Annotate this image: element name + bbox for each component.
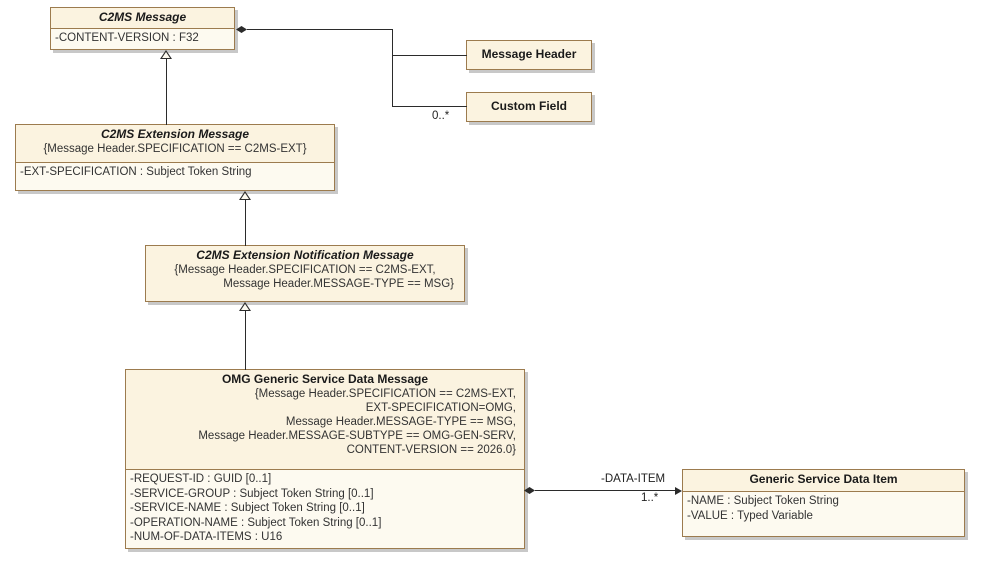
generalization-arrow-c2ms-extension-message	[160, 50, 172, 59]
class-header-c2ms-extension-message: C2MS Extension Message {Message Header.S…	[16, 125, 334, 163]
class-title-generic-service-data-item: Generic Service Data Item	[749, 472, 898, 486]
class-custom-field[interactable]: Custom Field	[466, 92, 592, 122]
class-generic-service-data-item[interactable]: Generic Service Data Item -NAME : Subjec…	[682, 469, 965, 537]
attribute-row: -REQUEST-ID : GUID [0..1]	[130, 473, 272, 485]
connector-generalization-omg-to-extnotif	[245, 310, 246, 370]
class-constraint: {Message Header.SPECIFICATION == C2MS-EX…	[254, 388, 516, 400]
connector-generalization-ext-to-msg	[166, 58, 167, 125]
class-constraint: CONTENT-VERSION == 2026.0}	[346, 444, 516, 456]
attribute-row: -EXT-SPECIFICATION : Subject Token Strin…	[20, 166, 252, 178]
role-label-data-item: -DATA-ITEM	[601, 473, 666, 485]
class-omg-generic-service-data-message[interactable]: OMG Generic Service Data Message {Messag…	[125, 369, 525, 549]
class-constraint: Message Header.MESSAGE-TYPE == MSG}	[223, 278, 454, 290]
class-constraint: EXT-SPECIFICATION=OMG,	[365, 402, 516, 414]
attribute-row: -CONTENT-VERSION : F32	[55, 32, 199, 44]
class-c2ms-extension-notification-message[interactable]: C2MS Extension Notification Message {Mes…	[145, 245, 465, 302]
class-attributes-generic-service-data-item: -NAME : Subject Token String -VALUE : Ty…	[683, 492, 964, 526]
class-title-c2ms-extension-message: C2MS Extension Message	[100, 127, 250, 141]
class-message-header[interactable]: Message Header	[466, 40, 592, 70]
class-title-message-header: Message Header	[481, 47, 577, 61]
class-attributes-omg-generic-service-data-message: -REQUEST-ID : GUID [0..1] -SERVICE-GROUP…	[126, 470, 524, 548]
class-constraint: Message Header.MESSAGE-TYPE == MSG,	[285, 416, 516, 428]
connector-c2ms-message-branch-vertical	[392, 29, 393, 106]
generalization-arrow-omg-generic-service-data-message	[239, 302, 251, 311]
attribute-row: -OPERATION-NAME : Subject Token String […	[130, 516, 382, 529]
class-title-c2ms-extension-notification-message: C2MS Extension Notification Message	[196, 248, 414, 262]
class-constraint: Message Header.MESSAGE-SUBTYPE == OMG-GE…	[198, 430, 516, 442]
class-c2ms-message[interactable]: C2MS Message -CONTENT-VERSION : F32	[50, 7, 235, 50]
class-constraint: {Message Header.SPECIFICATION == C2MS-EX…	[43, 143, 307, 155]
class-header-omg-generic-service-data-message: OMG Generic Service Data Message {Messag…	[126, 370, 524, 470]
class-attributes-c2ms-extension-message: -EXT-SPECIFICATION : Subject Token Strin…	[16, 163, 334, 183]
class-title-omg-generic-service-data-message: OMG Generic Service Data Message	[221, 372, 429, 386]
attribute-row: -VALUE : Typed Variable	[687, 509, 813, 522]
multiplicity-data-item: 1..*	[641, 492, 659, 504]
class-title-c2ms-message: C2MS Message	[98, 10, 187, 24]
class-title-custom-field: Custom Field	[490, 99, 567, 113]
class-attributes-c2ms-message: -CONTENT-VERSION : F32	[51, 29, 234, 49]
class-header-custom-field: Custom Field	[467, 93, 591, 121]
generalization-arrow-c2ms-extension-notification-message	[239, 191, 251, 200]
class-constraint: {Message Header.SPECIFICATION == C2MS-EX…	[174, 264, 436, 276]
connector-omg-to-data-item	[535, 490, 678, 491]
class-c2ms-extension-message[interactable]: C2MS Extension Message {Message Header.S…	[15, 124, 335, 191]
composition-diamond-omg-generic-service-data-message	[524, 487, 535, 494]
connector-to-custom-field	[392, 106, 467, 107]
attribute-row: -SERVICE-NAME : Subject Token String [0.…	[130, 502, 365, 514]
composition-diamond-c2ms-message	[236, 26, 247, 33]
arrow-head-data-item	[675, 487, 682, 495]
class-header-generic-service-data-item: Generic Service Data Item	[683, 470, 964, 492]
class-header-c2ms-message: C2MS Message	[51, 8, 234, 29]
class-header-c2ms-extension-notification-message: C2MS Extension Notification Message {Mes…	[146, 246, 464, 301]
attribute-row: -NUM-OF-DATA-ITEMS : U16	[130, 531, 283, 543]
connector-to-message-header	[392, 55, 467, 56]
class-header-message-header: Message Header	[467, 41, 591, 69]
attribute-row: -SERVICE-GROUP : Subject Token String [0…	[130, 487, 374, 500]
multiplicity-custom-field: 0..*	[432, 110, 450, 122]
connector-c2ms-message-trunk	[247, 29, 393, 30]
connector-generalization-extnotif-to-ext	[245, 199, 246, 246]
attribute-row: -NAME : Subject Token String	[687, 495, 839, 507]
